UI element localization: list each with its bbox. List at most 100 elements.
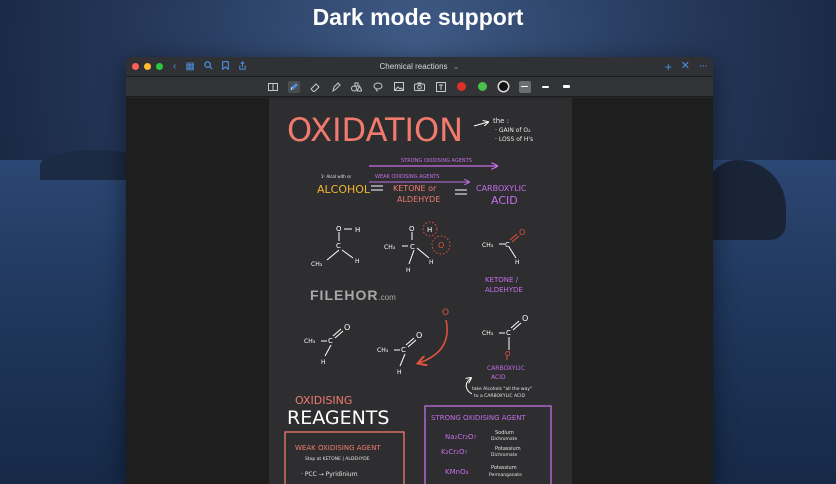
aldehyde-c-atom: C bbox=[328, 337, 333, 345]
alcohols-note-1: take Alcohols "all the way" bbox=[472, 386, 532, 392]
aldehyde-ch3: CH₃ bbox=[304, 338, 316, 345]
close-doc-icon[interactable]: ✕ bbox=[680, 60, 690, 72]
eraser-icon[interactable] bbox=[309, 81, 321, 93]
alcohol-h-atom: H bbox=[355, 226, 360, 234]
ketone-label: KETONE or bbox=[393, 184, 437, 193]
more-icon[interactable]: ··· bbox=[699, 60, 708, 72]
pen-icon[interactable] bbox=[287, 80, 300, 93]
oxidation-ch3: CH₃ bbox=[377, 347, 389, 354]
strong-3-name-1: Potassium bbox=[491, 465, 517, 471]
mol2-h-atom: H bbox=[427, 226, 432, 234]
medium-stroke-option[interactable] bbox=[540, 81, 552, 93]
add-page-icon[interactable]: + bbox=[664, 59, 672, 74]
oxidising-heading: OXIDISING bbox=[295, 394, 352, 407]
thin-stroke-option[interactable] bbox=[518, 80, 531, 93]
mol2-c-atom: C bbox=[410, 243, 415, 251]
alcohol-ch3: CH₃ bbox=[311, 261, 323, 268]
weak-box-sub: Stop at KETONE | ALDEHYDE bbox=[305, 456, 370, 462]
shapes-icon[interactable] bbox=[351, 81, 363, 93]
aldehyde-label: ALDEHYDE bbox=[397, 195, 440, 204]
back-chevron-icon[interactable]: ‹ bbox=[173, 60, 177, 72]
thick-stroke-option[interactable] bbox=[561, 81, 573, 93]
search-icon[interactable] bbox=[204, 60, 213, 73]
title-note-3: · LOSS of H's bbox=[495, 136, 533, 143]
image-icon[interactable] bbox=[393, 81, 405, 93]
aldehyde-h-atom: H bbox=[321, 359, 326, 366]
strong-1-name-2: Dichromate bbox=[491, 436, 517, 442]
strong-1-formula: Na₂Cr₂O₇ bbox=[445, 433, 476, 441]
lasso-icon[interactable] bbox=[372, 81, 384, 93]
watermark-text: FILEHOR bbox=[310, 287, 379, 303]
highlighter-icon[interactable] bbox=[330, 81, 342, 93]
watermark: FILEHOR.com bbox=[310, 287, 396, 303]
strong-3-name-2: Permanganate bbox=[489, 472, 522, 478]
title-note-2: · GAIN of O₂ bbox=[495, 127, 531, 134]
acid-c-atom: C bbox=[506, 329, 511, 337]
note-arrow bbox=[466, 378, 472, 395]
textbox-icon[interactable] bbox=[435, 81, 447, 93]
strong-2-name-1: Potassium bbox=[495, 446, 521, 452]
strong-3-formula: KMnO₄ bbox=[445, 468, 469, 476]
aldehyde-o-atom: O bbox=[344, 323, 350, 332]
reagents-heading: REAGENTS bbox=[287, 407, 389, 429]
acid-o-atom: O bbox=[522, 314, 528, 323]
grid-view-icon[interactable]: ▦ bbox=[185, 60, 195, 72]
share-icon[interactable] bbox=[238, 60, 247, 73]
title-arrow bbox=[473, 122, 488, 127]
ketone-label-small-1: KETONE / bbox=[485, 276, 519, 284]
ketone-ch3: CH₃ bbox=[482, 242, 494, 249]
alcohol-note: 1ᵒ Alcol with or bbox=[321, 174, 352, 179]
acid-label-small-1: CARBOXYLIC bbox=[487, 365, 525, 372]
aldehyde-structure bbox=[321, 328, 344, 357]
alcohol-structure bbox=[326, 228, 354, 261]
strong-2-name-2: Dichromate bbox=[491, 452, 517, 458]
weak-agent-box bbox=[284, 431, 405, 484]
mol2-h2: H bbox=[406, 267, 411, 274]
acid-oh-atom: O bbox=[505, 350, 511, 358]
acid-ch3: CH₃ bbox=[482, 330, 494, 337]
alcohols-note-2: to a CARBOXYLIC ACID bbox=[474, 393, 525, 399]
equilibrium-arrow-2 bbox=[455, 189, 467, 195]
minimize-window-button[interactable] bbox=[144, 63, 151, 70]
oxidation-c-atom: C bbox=[401, 346, 406, 354]
document-title-text: Chemical reactions bbox=[379, 62, 448, 71]
incoming-o-atom: O bbox=[442, 308, 449, 318]
close-window-button[interactable] bbox=[132, 63, 139, 70]
camera-icon[interactable] bbox=[414, 81, 426, 93]
mol2-h3: H bbox=[429, 259, 434, 266]
zoom-window-button[interactable] bbox=[156, 63, 163, 70]
acid-label-small-2: ACID bbox=[491, 374, 506, 381]
black-color-swatch[interactable] bbox=[498, 81, 510, 93]
dotted-circle-h bbox=[422, 221, 438, 237]
headline: Dark mode support bbox=[312, 4, 524, 30]
strong-1-name-1: Sodium bbox=[495, 430, 514, 436]
note-title: OXIDATION bbox=[287, 111, 463, 149]
document-canvas[interactable]: OXIDATION the : · GAIN of O₂ · LOSS of H… bbox=[126, 98, 713, 484]
green-color-swatch[interactable] bbox=[477, 81, 489, 93]
watermark-suffix: .com bbox=[378, 293, 396, 302]
strong-arrow-label: STRONG OXIDISING AGENTS bbox=[401, 158, 472, 164]
read-mode-icon[interactable] bbox=[267, 81, 279, 93]
mol2-o-atom: O bbox=[409, 225, 415, 233]
carboxylic-label: CARBOXYLIC bbox=[476, 184, 527, 193]
oxidation-o-atom: O bbox=[416, 331, 422, 340]
handwritten-notes: OXIDATION the : · GAIN of O₂ · LOSS of H… bbox=[284, 111, 552, 484]
app-window: ‹ ▦ Chemical reactions ⌄ + ✕ ··· bbox=[126, 57, 713, 484]
drawing-toolbar bbox=[126, 77, 713, 97]
ketone-o-atom: O bbox=[519, 228, 525, 237]
note-page[interactable]: OXIDATION the : · GAIN of O₂ · LOSS of H… bbox=[269, 98, 572, 484]
window-controls bbox=[132, 63, 163, 70]
alcohol-h2: H bbox=[355, 258, 360, 265]
alcohol-label: ALCOHOL bbox=[317, 183, 371, 196]
bookmark-icon[interactable] bbox=[221, 60, 229, 73]
red-color-swatch[interactable] bbox=[456, 81, 468, 93]
ketone-structure bbox=[499, 233, 520, 259]
title-bar: ‹ ▦ Chemical reactions ⌄ + ✕ ··· bbox=[126, 57, 713, 77]
weak-box-item: · PCC → Pyridinium bbox=[301, 471, 358, 478]
ketone-h-atom: H bbox=[515, 259, 520, 266]
alcohol-c-atom: C bbox=[336, 242, 341, 250]
equilibrium-arrow-1 bbox=[371, 185, 383, 191]
ketone-c-atom: C bbox=[505, 241, 510, 249]
weak-arrow-label: WEAK OXIDISING AGENTS bbox=[375, 174, 439, 180]
acid-structure bbox=[499, 320, 522, 360]
